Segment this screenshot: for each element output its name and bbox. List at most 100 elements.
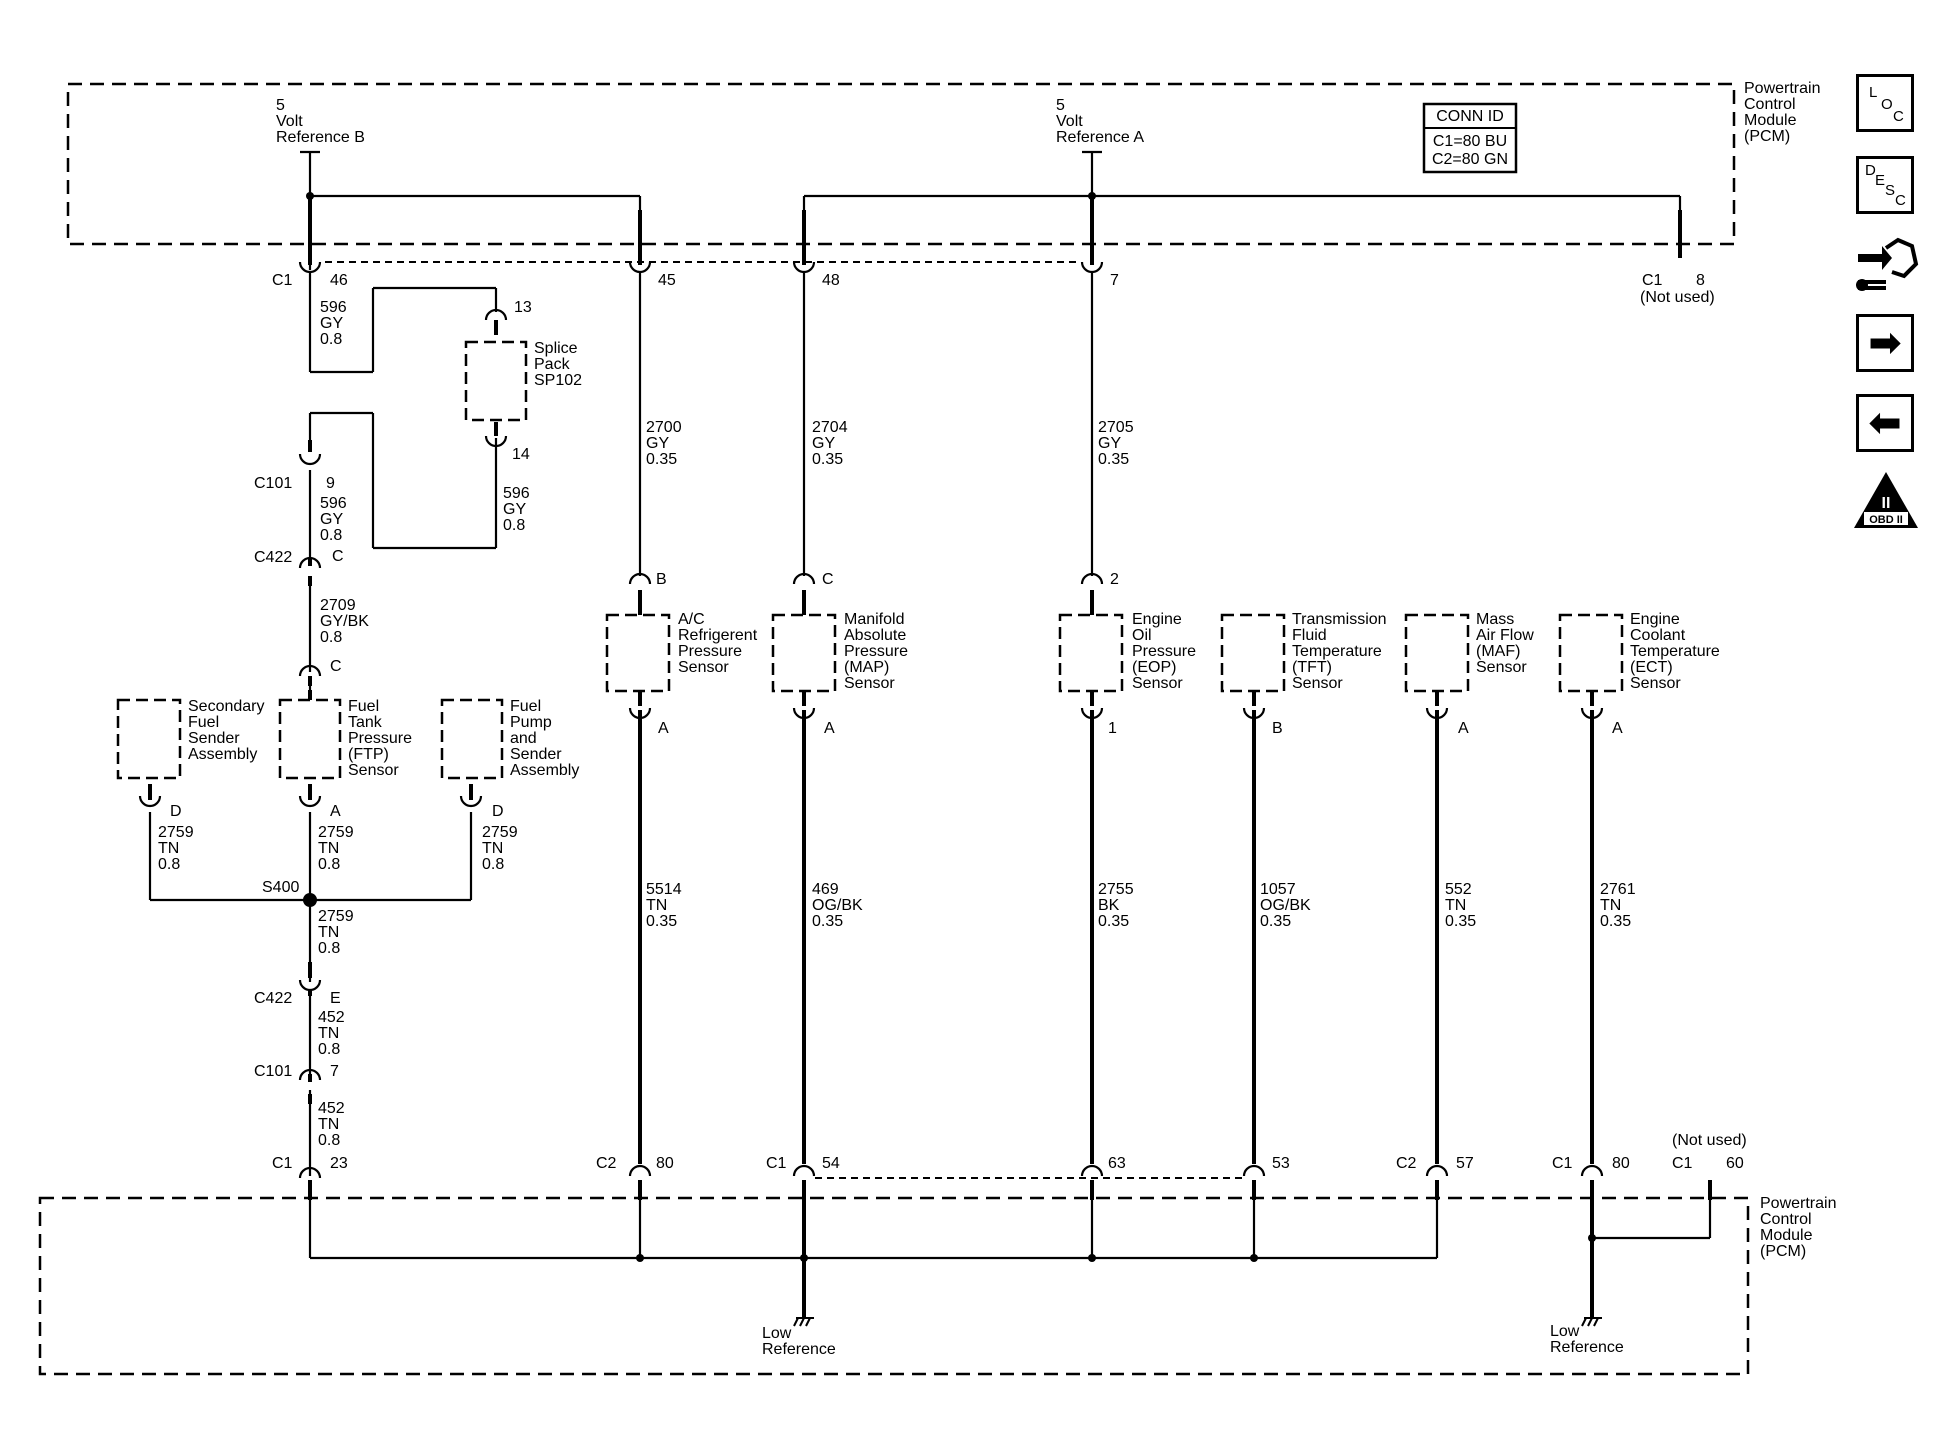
- wire-2709: 2709 GY/BK 0.8: [320, 597, 373, 646]
- top-pin-c1-46-conn: C1: [272, 272, 293, 289]
- map-sensor-label: Manifold Absolute Pressure (MAP) Sensor: [844, 611, 912, 692]
- low-reference-left: Low Reference: [762, 1325, 836, 1358]
- svg-text:OBD II: OBD II: [1869, 514, 1903, 526]
- wire-452-a: 452 TN 0.8: [318, 1009, 349, 1058]
- splice-s400-label: S400: [262, 879, 299, 896]
- ac-sensor-pin-a: A: [658, 720, 669, 737]
- ac-sensor-box: [605, 613, 671, 693]
- wire-2704: 2704 GY 0.35: [812, 419, 852, 468]
- map-sensor-pin-a: A: [824, 720, 835, 737]
- low-reference-right: Low Reference: [1550, 1323, 1624, 1356]
- c422-lower-conn: C422: [254, 990, 292, 1007]
- wire-469: 469 OG/BK 0.35: [812, 881, 867, 930]
- bottom-pin-63: 63: [1108, 1155, 1126, 1172]
- c101-lower-conn: C101: [254, 1063, 292, 1080]
- bottom-pin-80b: 80: [1612, 1155, 1630, 1172]
- top-pin-45: 45: [658, 272, 676, 289]
- top-pin-8-note: (Not used): [1640, 289, 1715, 306]
- conn-id-c2: C2=80 GN: [1432, 151, 1508, 168]
- ect-sensor-box: [1558, 613, 1624, 693]
- bottom-pin-23: 23: [330, 1155, 348, 1172]
- wire-2759-fuel-pump: 2759 TN 0.8: [482, 824, 522, 873]
- wire-2755: 2755 BK 0.35: [1098, 881, 1138, 930]
- secondary-fuel-sender-label: Secondary Fuel Sender Assembly: [188, 698, 269, 763]
- tft-sensor-box: [1220, 613, 1286, 693]
- top-pin-8-conn: C1: [1642, 272, 1663, 289]
- secondary-fuel-sender-pin: D: [170, 803, 182, 820]
- ac-sensor-label: A/C Refrigerent Pressure Sensor: [678, 611, 762, 676]
- wire-5514: 5514 TN 0.35: [646, 881, 686, 930]
- maf-sensor-label: Mass Air Flow (MAF) Sensor: [1476, 611, 1538, 676]
- eop-sensor-pin-1: 1: [1108, 720, 1117, 737]
- wire-596-top: 596 GY 0.8: [320, 299, 351, 348]
- ref-b-label: 5 Volt Reference B: [276, 97, 365, 146]
- c422-upper-pin: C: [332, 548, 344, 565]
- wire-596-mid: 596 GY 0.8: [320, 495, 351, 544]
- fuel-pump-sender-box: [440, 698, 504, 780]
- pcm-bottom-label: Powertrain Control Module (PCM): [1760, 1195, 1841, 1260]
- wire-452-b: 452 TN 0.8: [318, 1100, 349, 1149]
- bottom-pin-80b-conn: C1: [1552, 1155, 1573, 1172]
- wire-2705: 2705 GY 0.35: [1098, 419, 1138, 468]
- ftp-sensor-label: Fuel Tank Pressure (FTP) Sensor: [348, 698, 416, 779]
- maf-sensor-box: [1404, 613, 1470, 693]
- ground-symbol-left: [793, 1317, 814, 1327]
- pcm-bottom-outline: [38, 1196, 1750, 1376]
- arrow-right-icon[interactable]: ➡: [1856, 314, 1914, 372]
- ac-sensor-pin-b: B: [656, 571, 667, 588]
- c101-upper-pin: 9: [326, 475, 335, 492]
- ftp-pin-c: C: [330, 658, 342, 675]
- splice-pack-pin-13: 13: [514, 299, 532, 316]
- arrow-left-icon[interactable]: ⬅: [1856, 394, 1914, 452]
- bottom-pin-80a: 80: [656, 1155, 674, 1172]
- c422-lower-pin: E: [330, 990, 341, 1007]
- pcm-bottom-internal-wiring: [308, 1200, 1712, 1318]
- splice-pack-pin-14: 14: [512, 446, 530, 463]
- fuel-pump-sender-label: Fuel Pump and Sender Assembly: [510, 698, 579, 779]
- loc-icon[interactable]: L O C: [1856, 74, 1914, 132]
- top-pin-cups: [298, 261, 1104, 274]
- eop-sensor-pin-2: 2: [1110, 571, 1119, 588]
- bottom-pin-80a-conn: C2: [596, 1155, 617, 1172]
- wire-2759-down: 2759 TN 0.8: [318, 908, 358, 957]
- ect-sensor-label: Engine Coolant Temperature (ECT) Sensor: [1630, 611, 1724, 692]
- eop-sensor-label: Engine Oil Pressure (EOP) Sensor: [1132, 611, 1200, 692]
- wire-2700: 2700 GY 0.35: [646, 419, 686, 468]
- top-pin-48: 48: [822, 272, 840, 289]
- bottom-pin-53: 53: [1272, 1155, 1290, 1172]
- map-sensor-box: [771, 613, 837, 693]
- bottom-pin-57-conn: C2: [1396, 1155, 1417, 1172]
- desc-icon[interactable]: D E S C: [1856, 156, 1914, 214]
- bottom-pin-60: 60: [1726, 1155, 1744, 1172]
- harness-connector-icon[interactable]: [1852, 232, 1920, 296]
- conn-id-c1: C1=80 BU: [1433, 133, 1507, 150]
- conn-id-title: CONN ID: [1436, 108, 1504, 125]
- eop-sensor-box: [1058, 613, 1124, 693]
- wire-596-right: 596 GY 0.8: [503, 485, 534, 534]
- bottom-pin-54-conn: C1: [766, 1155, 787, 1172]
- bottom-pin-cups: [628, 1164, 1604, 1177]
- ground-symbol-right: [1581, 1317, 1602, 1327]
- c422-upper-conn: C422: [254, 549, 292, 566]
- wire-2759-ftp: 2759 TN 0.8: [318, 824, 358, 873]
- bottom-pin-60-note: (Not used): [1672, 1132, 1747, 1149]
- splice-pack-label: Splice Pack SP102: [534, 340, 582, 389]
- left-chain-cups: [138, 308, 508, 1179]
- tft-sensor-label: Transmission Fluid Temperature (TFT) Sen…: [1292, 611, 1391, 692]
- sensor-pin-cups: [628, 572, 1604, 720]
- bottom-pin-60-conn: C1: [1672, 1155, 1693, 1172]
- wire-552: 552 TN 0.35: [1445, 881, 1476, 930]
- obd-ii-icon[interactable]: II OBD II: [1852, 470, 1920, 530]
- secondary-fuel-sender-box: [116, 698, 182, 780]
- left-chain-wiring: [148, 272, 498, 1176]
- ref-a-label: 5 Volt Reference A: [1056, 97, 1144, 146]
- maf-sensor-pin-a: A: [1458, 720, 1469, 737]
- tft-sensor-pin-b: B: [1272, 720, 1283, 737]
- bottom-pin-23-conn: C1: [272, 1155, 293, 1172]
- bottom-pin-57: 57: [1456, 1155, 1474, 1172]
- ftp-sensor-box: [278, 698, 342, 780]
- splice-pack-box: [464, 340, 528, 422]
- top-pin-7: 7: [1110, 272, 1119, 289]
- splice-dots: [303, 192, 1596, 1262]
